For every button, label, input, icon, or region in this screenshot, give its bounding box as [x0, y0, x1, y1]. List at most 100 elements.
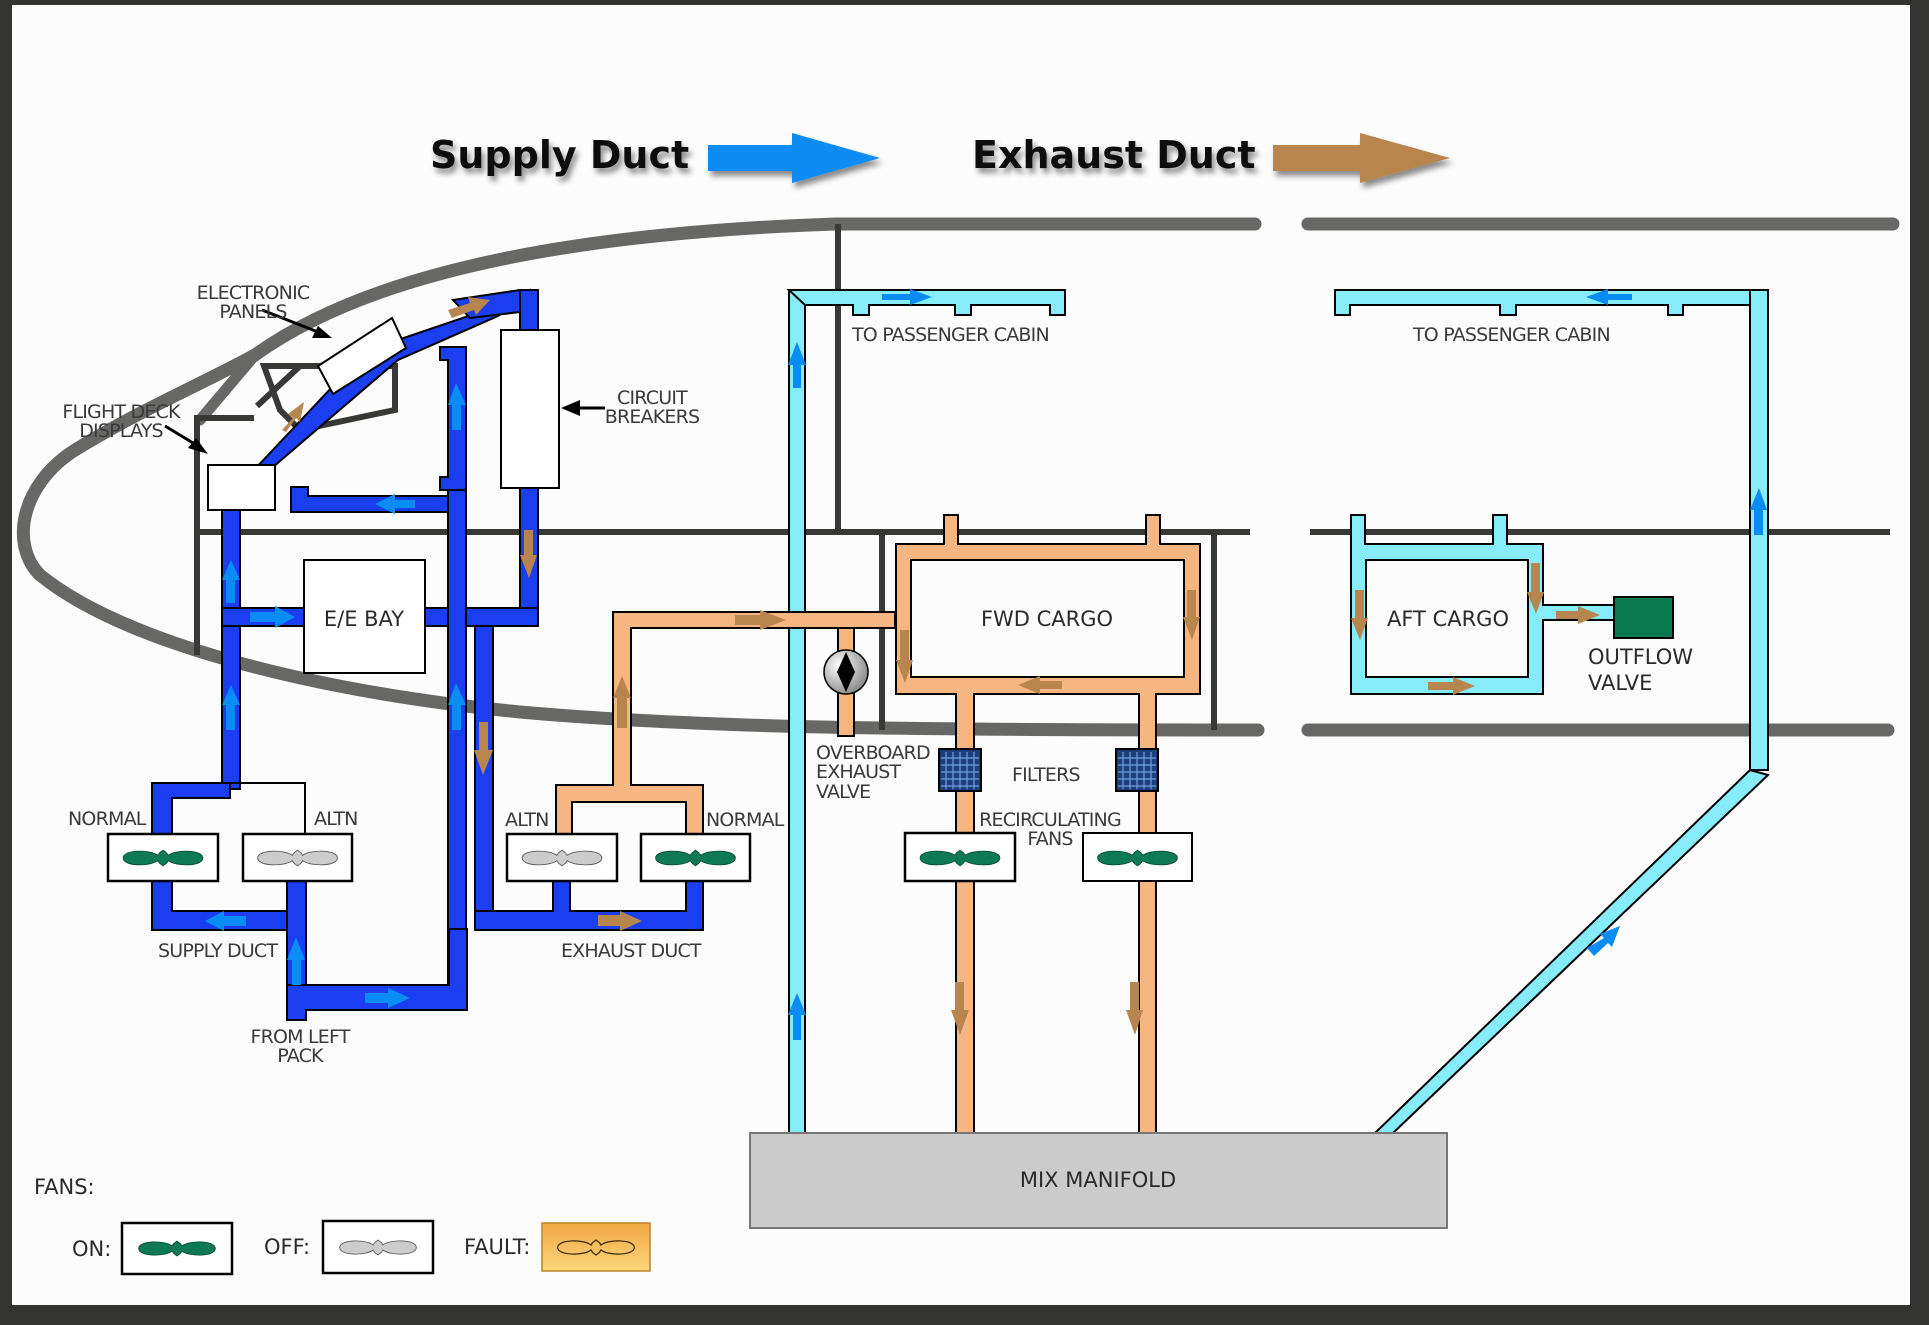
supply-altn-fan-label: ALTN	[314, 808, 358, 830]
overboard-exhaust-valve[interactable]	[823, 649, 869, 695]
electronic-panel-box	[316, 316, 408, 396]
fan-legend: FANS: ON: OFF: FAULT:	[34, 1175, 651, 1276]
arrow-right-icon	[598, 911, 642, 931]
fan-on-icon	[655, 849, 736, 867]
exhaust-duct-legend: Exhaust Duct	[972, 133, 1450, 183]
outflow-valve-label-1: OUTFLOW	[1588, 645, 1693, 669]
filter-left	[938, 748, 982, 792]
overboard-exhaust-valve-label-3: VALVE	[816, 781, 870, 803]
arrow-right-icon	[735, 610, 786, 630]
exhaust-duct-label: EXHAUST DUCT	[561, 940, 702, 962]
fuselage-outline	[16, 217, 1900, 737]
overboard-exhaust-valve-label-2: EXHAUST	[816, 761, 901, 783]
fan-off-icon	[339, 1239, 417, 1256]
fan-off-icon	[521, 849, 603, 867]
supply-duct-label: SUPPLY DUCT	[158, 940, 278, 962]
fan-legend-fault-label: FAULT:	[464, 1235, 530, 1259]
filter-right	[1115, 748, 1159, 792]
arrow-up-icon	[1750, 488, 1767, 535]
flight-deck-displays-label-1: FLIGHT DECK	[62, 401, 181, 423]
fan-on-icon	[919, 849, 1001, 867]
arrow-right-icon	[1428, 677, 1475, 695]
recirculating-fans-label-1: RECIRCULATING	[979, 809, 1121, 831]
fan-supply-normal[interactable]	[106, 832, 220, 883]
fan-on-icon	[138, 1240, 216, 1257]
arrow-left-icon	[1018, 676, 1062, 694]
arrow-up-icon	[788, 993, 806, 1040]
supply-duct-legend-label: Supply Duct	[430, 133, 689, 177]
fan-on-icon	[122, 849, 204, 867]
exhaust-normal-fan-label: NORMAL	[706, 809, 785, 831]
recirculating-fans-label-2: FANS	[1027, 828, 1072, 850]
leader-lines	[164, 308, 605, 454]
arrow-right-icon	[1556, 606, 1600, 624]
arrow-down-icon	[1527, 563, 1544, 614]
supply-normal-fan-label: NORMAL	[68, 808, 147, 830]
circuit-breakers-label-2: BREAKERS	[605, 406, 700, 428]
arrow-left-icon	[205, 911, 246, 931]
cabin-floor-structure	[194, 224, 1890, 730]
fan-recirc-right[interactable]	[1082, 832, 1193, 882]
fan-legend-title: FANS:	[34, 1175, 95, 1199]
overboard-exhaust-valve-label-1: OVERBOARD	[816, 742, 930, 764]
arrow-left-icon	[375, 494, 415, 514]
supply-flow-arrows	[205, 289, 1767, 1040]
fan-legend-off-label: OFF:	[264, 1235, 310, 1259]
arrow-up-icon	[287, 937, 305, 985]
arrow-up-icon	[448, 383, 466, 430]
to-passenger-cabin-aft-label: TO PASSENGER CABIN	[1412, 324, 1610, 346]
arrow-left-icon	[1586, 289, 1632, 305]
flight-deck-display-box	[207, 464, 276, 511]
arrow-right-icon	[250, 606, 295, 628]
mix-manifold: MIX MANIFOLD	[749, 1132, 1448, 1229]
aft-cargo-label: AFT CARGO	[1387, 607, 1509, 631]
cabin-supply-duct	[786, 289, 1770, 1134]
arrow-down-icon	[1126, 982, 1143, 1035]
fan-exhaust-altn[interactable]	[505, 832, 619, 883]
filters-label: FILTERS	[1012, 764, 1080, 786]
outflow-valve-label-2: VALVE	[1588, 671, 1652, 695]
arrow-right-icon	[882, 289, 932, 305]
electronic-panels-label-2: PANELS	[219, 301, 286, 323]
supply-arrow-icon	[708, 133, 880, 183]
exhaust-arrow-icon	[1273, 133, 1450, 183]
outflow-valve[interactable]	[1613, 596, 1674, 639]
arrow-up-icon	[222, 560, 240, 603]
arrow-up-icon	[282, 402, 304, 432]
exhaust-altn-fan-label: ALTN	[505, 809, 549, 831]
mix-manifold-label: MIX MANIFOLD	[1020, 1168, 1176, 1192]
fwd-cargo-label: FWD CARGO	[981, 607, 1113, 631]
diagram-labels: ELECTRONIC PANELS FLIGHT DECK DISPLAYS C…	[62, 282, 1610, 1067]
arrow-down-icon	[1351, 590, 1368, 640]
fan-legend-off	[321, 1219, 435, 1275]
fan-supply-altn[interactable]	[241, 832, 354, 883]
arrow-up-icon	[448, 683, 466, 730]
from-left-pack-label-1: FROM LEFT	[250, 1026, 350, 1048]
ee-bay-box: E/E BAY	[303, 559, 426, 674]
arrow-up-icon	[222, 685, 240, 730]
flight-deck-displays-label-2: DISPLAYS	[79, 420, 163, 442]
to-passenger-cabin-fwd-label: TO PASSENGER CABIN	[851, 324, 1049, 346]
circuit-breakers-box	[500, 329, 560, 489]
fan-exhaust-normal[interactable]	[639, 832, 752, 883]
arrow-down-icon	[474, 722, 493, 775]
arrow-up-icon	[788, 342, 806, 388]
ee-bay-label: E/E BAY	[324, 607, 404, 631]
fan-recirc-left[interactable]	[903, 831, 1017, 883]
exhaust-flow-arrows	[282, 297, 1600, 1035]
arrow-down-icon	[951, 982, 969, 1035]
arrow-right-icon	[448, 297, 490, 318]
arrow-diagonal-icon	[1587, 926, 1620, 956]
from-left-pack-label-2: PACK	[277, 1045, 324, 1067]
fan-on-icon	[1097, 849, 1178, 867]
fan-legend-on	[120, 1221, 234, 1276]
flow-arrows	[205, 289, 1767, 1040]
arrow-down-icon	[896, 630, 913, 683]
arrow-up-icon	[613, 676, 631, 728]
circuit-breakers-label-1: CIRCUIT	[617, 387, 688, 409]
fan-legend-on-label: ON:	[72, 1237, 111, 1261]
electronic-panels-label-1: ELECTRONIC	[197, 282, 310, 304]
fan-off-icon	[257, 849, 338, 867]
exhaust-duct-legend-label: Exhaust Duct	[972, 133, 1256, 177]
